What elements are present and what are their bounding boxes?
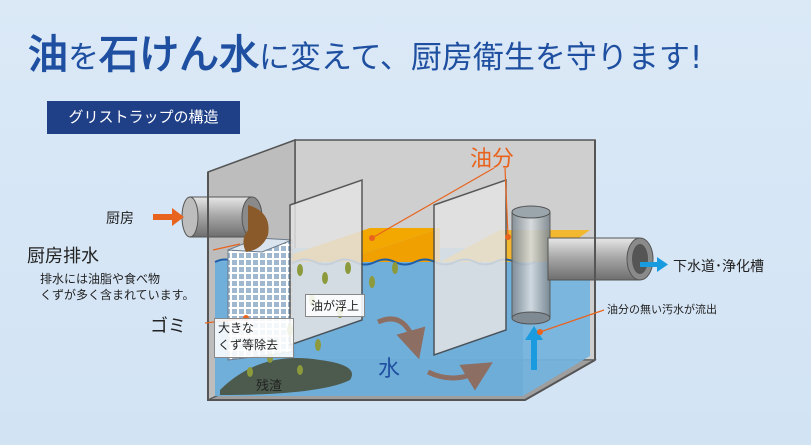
headline-wo: を	[68, 40, 99, 76]
label-big-waste-2: くず等除去	[218, 338, 279, 352]
headline-oil: 油	[28, 32, 68, 78]
headline-soapwater: 石けん水	[99, 32, 259, 78]
blue-arrow-icon	[525, 326, 543, 370]
label-clean-outflow: 油分の無い汚水が流出	[607, 303, 717, 316]
flow-arrow-icon	[426, 362, 493, 391]
label-oil-floats: 油が浮上	[305, 294, 366, 317]
leader-oil-2	[504, 167, 509, 237]
label-sewer: 下水道･浄化槽	[673, 259, 764, 275]
label-kitchen-drain: 厨房排水	[27, 246, 99, 267]
structure-badge: グリストラップの構造	[47, 101, 240, 134]
label-water: 水	[378, 357, 401, 382]
leader-oil-1	[371, 167, 495, 239]
outlet-vertical-pipe	[511, 211, 551, 319]
flow-arrow-icon	[376, 316, 426, 360]
oil-layer-mid	[290, 228, 440, 262]
label-residue: 残渣	[256, 379, 283, 394]
label-drain-note-2: くずが多く含まれています。	[40, 288, 195, 302]
label-drain-note-1: 排水には油脂や食べ物	[40, 272, 161, 286]
orange-arrow-icon	[153, 208, 184, 226]
residue-pile	[220, 358, 352, 395]
leader-outflow	[539, 309, 605, 333]
tank-front-outline	[207, 172, 596, 401]
label-kitchen: 厨房	[106, 211, 134, 227]
big-waste-box: 大きな くず等除去	[214, 318, 294, 358]
partition-2	[433, 178, 507, 357]
leader-kitchen-drain	[212, 243, 241, 251]
label-oil: 油分	[470, 147, 515, 172]
label-big-waste-1: 大きな	[218, 321, 255, 335]
drain-flow	[243, 205, 269, 252]
headline-rest: に変えて、厨房衛生を守ります!	[259, 40, 703, 76]
partition-1	[289, 178, 363, 347]
label-garbage: ゴミ	[150, 316, 186, 337]
headline: 油を石けん水に変えて、厨房衛生を守ります!	[28, 22, 798, 82]
blue-arrow-icon	[640, 257, 668, 272]
